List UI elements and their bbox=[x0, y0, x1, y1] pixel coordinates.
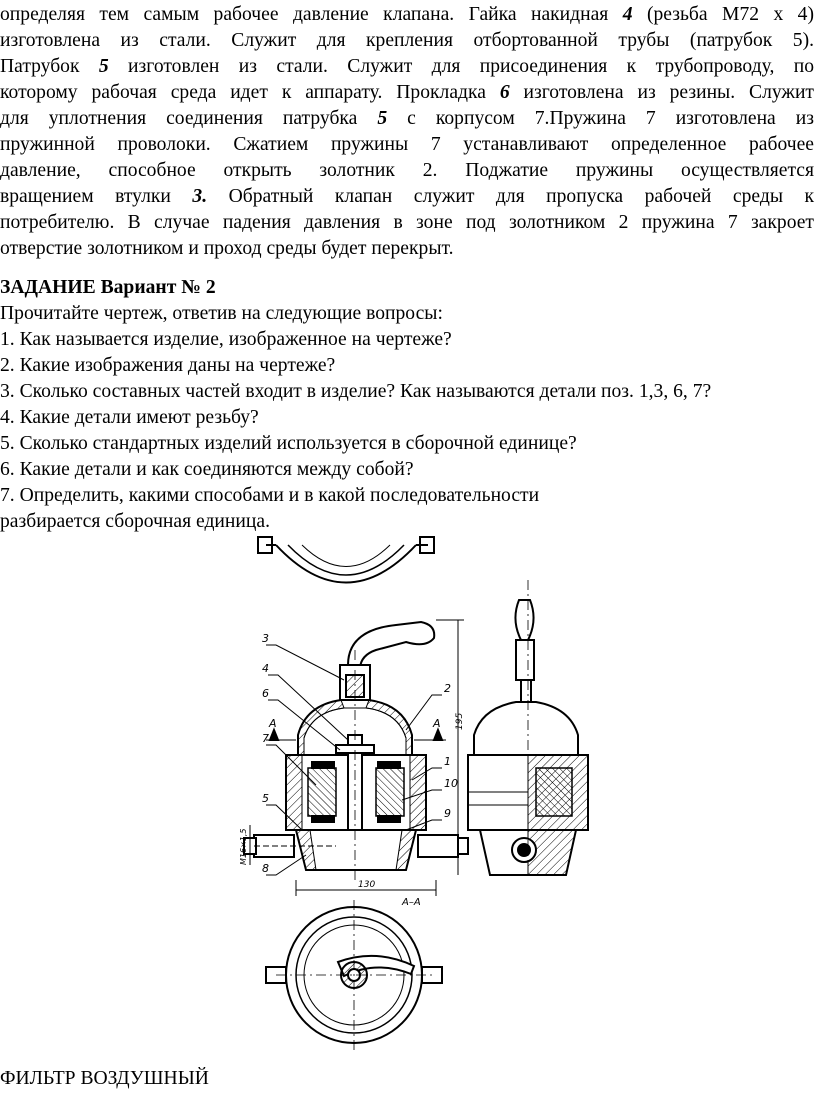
text-line: потребителю. В случае падения давления в… bbox=[0, 212, 814, 233]
question-item: 3. Сколько составных частей входит в изд… bbox=[0, 381, 712, 402]
text-line: давление, способное открыть золотник 2. … bbox=[0, 160, 814, 181]
question-item: 7. Определить, какими способами и в како… bbox=[0, 485, 540, 506]
task-intro: Прочитайте чертеж, ответив на следующие … bbox=[0, 303, 443, 324]
label-6: 6 bbox=[262, 687, 269, 700]
task-title: ЗАДАНИЕ Вариант № 2 bbox=[0, 277, 216, 298]
question-item: 4. Какие детали имеют резьбу? bbox=[0, 407, 259, 428]
section-label: А–А bbox=[401, 897, 421, 908]
text-line: вращением втулки 3. Обратный клапан служ… bbox=[0, 186, 814, 207]
question-item: 1. Как называется изделие, изображенное … bbox=[0, 329, 452, 350]
label-2: 2 bbox=[444, 682, 451, 695]
text-line: для уплотнения соединения патрубка 5 с к… bbox=[0, 108, 814, 129]
drawing-caption: ФИЛЬТР ВОЗДУШНЫЙ bbox=[0, 1068, 209, 1089]
label-1: 1 bbox=[444, 755, 451, 768]
dimension-thread: М16×1,5 bbox=[239, 828, 248, 865]
top-partial-view bbox=[257, 536, 435, 584]
section-a-a-view bbox=[265, 900, 443, 1050]
label-10: 10 bbox=[444, 777, 458, 790]
front-section-view bbox=[243, 620, 469, 880]
text-line: определяя тем самым рабочее давление кла… bbox=[0, 4, 815, 25]
dimension-height: 195 bbox=[455, 713, 465, 730]
question-item: 5. Сколько стандартных изделий используе… bbox=[0, 433, 577, 454]
dimension-width: 130 bbox=[358, 880, 375, 890]
dimension-lines bbox=[249, 619, 464, 896]
assembly-drawing: 3 4 6 7 5 8 2 1 10 9 A A 195 130 М16×1,5… bbox=[239, 536, 589, 1050]
question-item: разбирается сборочная единица. bbox=[0, 511, 270, 532]
side-view bbox=[467, 580, 589, 880]
drawing-labels: 3 4 6 7 5 8 2 1 10 9 A A 195 130 М16×1,5… bbox=[239, 632, 465, 908]
label-cut-a-right: A bbox=[432, 717, 441, 730]
leader-lines bbox=[266, 644, 442, 876]
label-8: 8 bbox=[262, 862, 269, 875]
label-9: 9 bbox=[444, 807, 451, 820]
text-line: Патрубок 5 изготовлен из стали. Служит д… bbox=[0, 56, 814, 77]
label-cut-a-left: A bbox=[268, 717, 277, 730]
task-section: ЗАДАНИЕ Вариант № 2 Прочитайте чертеж, о… bbox=[0, 275, 814, 535]
question-item: 2. Какие изображения даны на чертеже? bbox=[0, 355, 336, 376]
label-7: 7 bbox=[262, 732, 269, 745]
label-3: 3 bbox=[262, 632, 269, 645]
text-line: которому рабочая среда идет к аппарату. … bbox=[0, 82, 814, 103]
text-line: изготовлена из стали. Служит для креплен… bbox=[0, 30, 814, 51]
label-4: 4 bbox=[262, 662, 269, 675]
question-item: 6. Какие детали и как соединяются между … bbox=[0, 459, 414, 480]
label-5: 5 bbox=[262, 792, 269, 805]
description-paragraph: определяя тем самым рабочее давление кла… bbox=[0, 2, 814, 262]
text-line: отверстие золотником и проход среды буде… bbox=[0, 238, 454, 259]
text-line: пружинной проволоки. Сжатием пружины 7 у… bbox=[0, 134, 814, 155]
